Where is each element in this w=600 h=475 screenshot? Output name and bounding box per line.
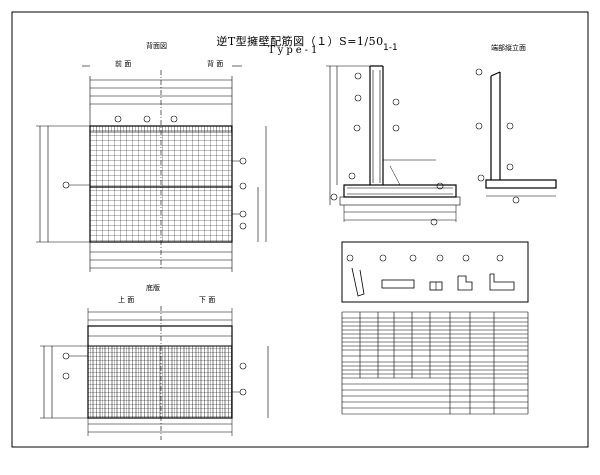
back-face-elevation xyxy=(36,65,267,272)
footing-plan xyxy=(40,306,269,440)
back-face-right-label: 背 面 xyxy=(207,60,224,68)
back-face-left-label: 前 面 xyxy=(115,60,132,68)
drawing-title: 逆T型擁壁配筋図（１）S=1/50 xyxy=(216,35,384,48)
footing-upper-label: 上 面 xyxy=(118,296,135,304)
sheet-border xyxy=(11,11,589,448)
bar-shapes-box xyxy=(341,241,529,303)
end-elevation-label: 端部縦立面 xyxy=(491,44,526,52)
back-face-view-label: 背面図 xyxy=(146,42,167,50)
section-mark: 1-1 xyxy=(383,43,398,53)
bar-schedule-table xyxy=(341,311,529,415)
footing-lower-label: 下 面 xyxy=(199,296,216,304)
type-label: Type-1 xyxy=(268,45,321,56)
section-1-1 xyxy=(326,65,461,226)
end-elevation xyxy=(475,68,557,204)
footing-view-label: 底版 xyxy=(146,284,160,292)
